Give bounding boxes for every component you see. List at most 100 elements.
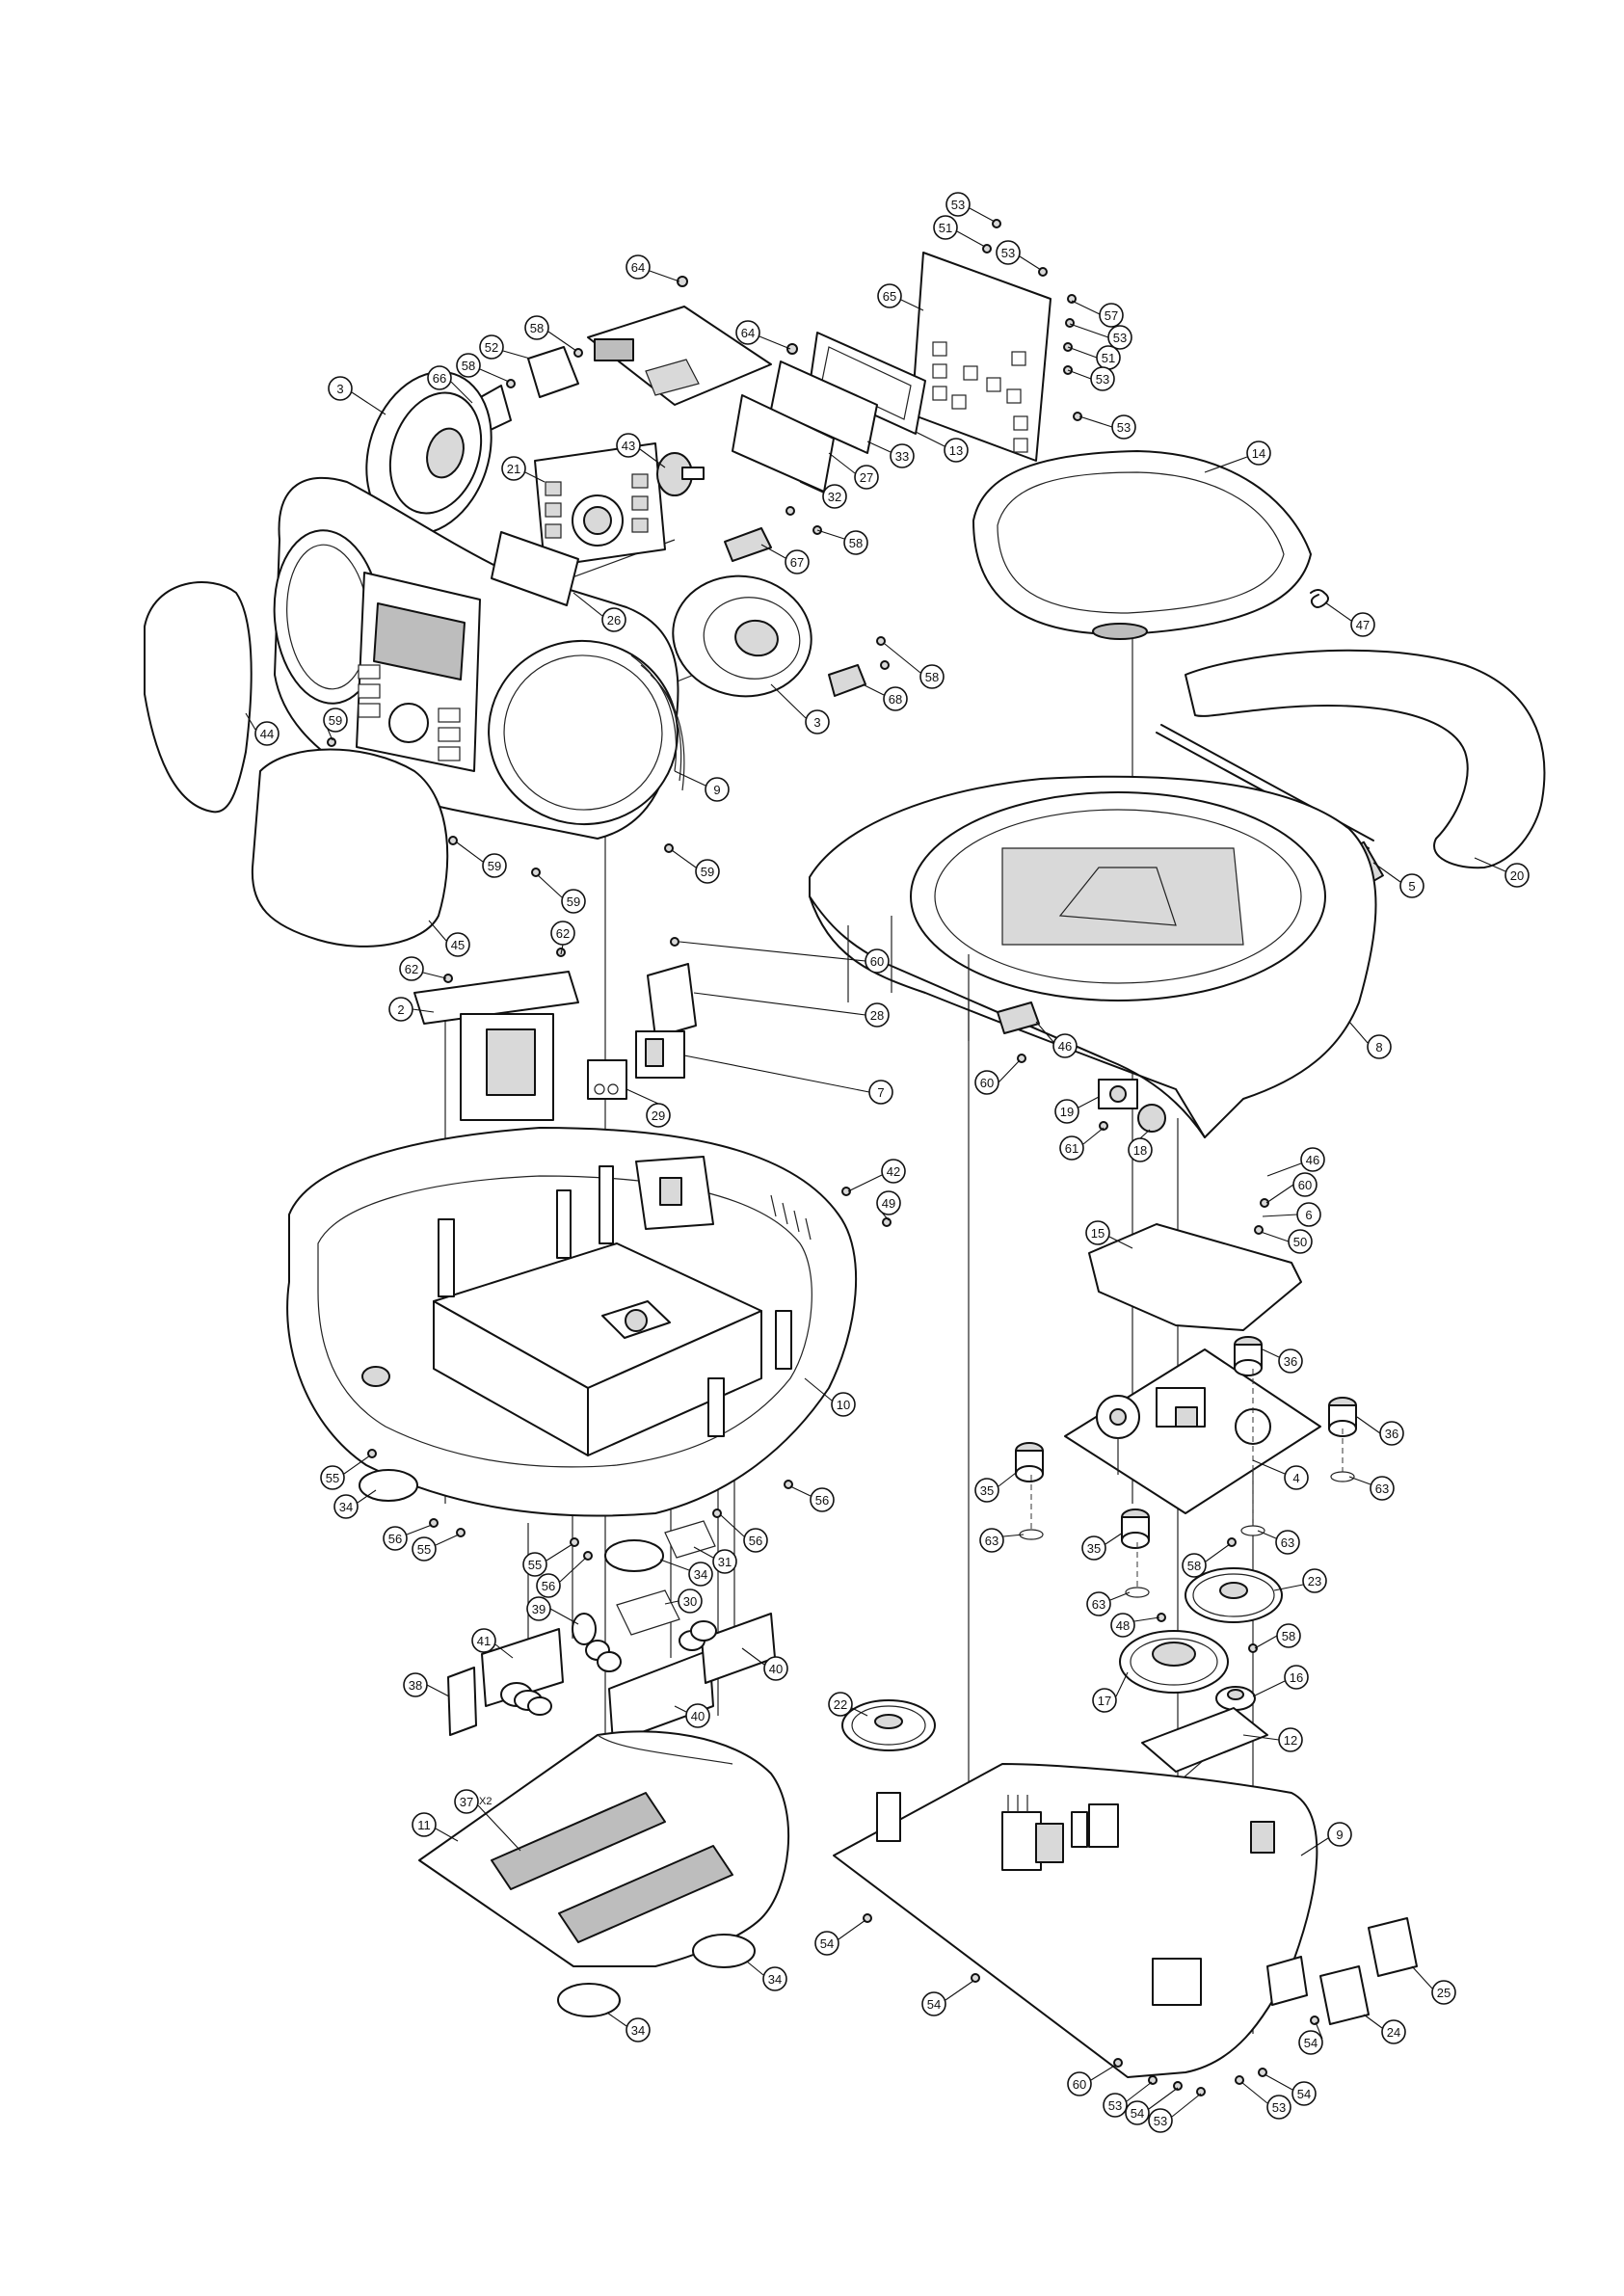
callout-21: 21 [501, 456, 526, 481]
callout-51: 51 [933, 215, 958, 240]
callout-49: 49 [876, 1190, 901, 1215]
callout-36: 36 [1278, 1348, 1303, 1374]
callout-circle [883, 686, 908, 711]
callout-label: 53 [1154, 2114, 1167, 2128]
callout-label: 24 [1387, 2025, 1400, 2040]
callout-54: 54 [921, 1991, 946, 2016]
callout-23: 23 [1302, 1568, 1327, 1593]
cd-door-14 [972, 450, 1312, 640]
callout-label: 35 [1087, 1541, 1101, 1556]
callout-28: 28 [865, 1002, 890, 1028]
callout-label: 54 [927, 1997, 941, 2012]
callout-label: 63 [1092, 1597, 1105, 1612]
callout-circle [1085, 1220, 1110, 1245]
callout-16: 16 [1284, 1665, 1309, 1690]
callout-30: 30 [678, 1589, 703, 1614]
callout-3: 3 [805, 709, 830, 734]
callout-32: 32 [822, 484, 847, 509]
callout-4: 4 [1284, 1465, 1309, 1490]
foam-37a [491, 1792, 666, 1890]
side-cover-45 [251, 748, 449, 948]
callout-label: 63 [1375, 1482, 1389, 1496]
callout-15: 15 [1085, 1220, 1110, 1245]
callout-33: 33 [890, 443, 915, 468]
callout-label: 60 [1073, 2077, 1086, 2092]
callout-circle [933, 215, 958, 240]
damper-36b [1328, 1397, 1357, 1437]
callout-circle [1128, 1137, 1153, 1162]
knob-18 [1137, 1104, 1166, 1133]
cd-mechanism-4 [1064, 1348, 1321, 1514]
callout-label: 59 [488, 859, 501, 873]
callout-circle [1103, 2093, 1128, 2118]
callout-label: 61 [1065, 1141, 1078, 1156]
callout-label: 5 [1408, 879, 1415, 894]
callout-circle [388, 997, 413, 1022]
callout-56: 56 [810, 1487, 835, 1512]
callout-59: 59 [561, 889, 586, 914]
callout-label: 20 [1510, 868, 1524, 883]
callout-circle [482, 853, 507, 878]
callout-label: 25 [1437, 1986, 1451, 2000]
callout-8: 8 [1367, 1034, 1392, 1059]
callout-circle [678, 1589, 703, 1614]
callout-29: 29 [646, 1103, 671, 1128]
callout-circle [1278, 1727, 1303, 1752]
damper-35b [1121, 1508, 1150, 1549]
connector-29 [587, 1059, 627, 1100]
callout-circle [1296, 1202, 1321, 1227]
callout-55: 55 [320, 1465, 345, 1490]
lcd-bezel-13 [809, 332, 926, 435]
callout-label: 50 [1293, 1235, 1307, 1249]
bracket-12 [1141, 1707, 1268, 1773]
callout-59: 59 [695, 859, 720, 884]
callout-circle [685, 1703, 710, 1728]
callout-10: 10 [831, 1392, 856, 1417]
callout-45: 45 [445, 932, 470, 957]
callout-61: 61 [1059, 1135, 1084, 1161]
callout-circle [890, 443, 915, 468]
foot-34b [604, 1539, 664, 1572]
callout-circle [1090, 366, 1115, 391]
callout-65: 65 [877, 283, 902, 308]
callout-label: 36 [1385, 1427, 1398, 1441]
callout-label: 35 [980, 1483, 994, 1498]
callout-circle [735, 320, 760, 345]
callout-circle [479, 334, 504, 360]
callout-44: 44 [254, 721, 280, 746]
callout-37: 37 [454, 1789, 479, 1814]
callout-circle [323, 707, 348, 733]
callout-circle [828, 1692, 853, 1717]
callout-label: 2 [397, 1002, 404, 1017]
callout-60: 60 [974, 1070, 999, 1095]
callout-53: 53 [1111, 414, 1136, 440]
callout-60: 60 [1292, 1172, 1318, 1197]
callout-label: 16 [1290, 1670, 1303, 1685]
callout-circle [536, 1573, 561, 1598]
callout-58: 58 [1182, 1553, 1207, 1578]
callout-59: 59 [323, 707, 348, 733]
callout-circle [1067, 2071, 1092, 2096]
connector-68 [828, 664, 866, 697]
callout-label: 53 [1108, 2098, 1122, 2113]
callout-54: 54 [1125, 2100, 1150, 2125]
switch-25 [1368, 1917, 1418, 1977]
callout-label: 21 [507, 462, 520, 476]
callout-58: 58 [456, 353, 481, 378]
callout-circle [1246, 441, 1271, 466]
callout-5: 5 [1399, 873, 1424, 898]
callout-label: 66 [433, 371, 446, 386]
callout-34: 34 [688, 1562, 713, 1587]
callout-52: 52 [479, 334, 504, 360]
callout-circle [522, 1552, 547, 1577]
callout-55: 55 [522, 1552, 547, 1577]
callout-circle [1081, 1535, 1106, 1561]
callout-circle [1275, 1530, 1300, 1555]
callout-label: 54 [1131, 2106, 1144, 2121]
callout-circle [1276, 1623, 1301, 1648]
callout-label: 27 [860, 470, 873, 485]
callout-57: 57 [1099, 303, 1124, 328]
callout-label: 34 [631, 2023, 645, 2038]
callout-circle [454, 1789, 479, 1814]
